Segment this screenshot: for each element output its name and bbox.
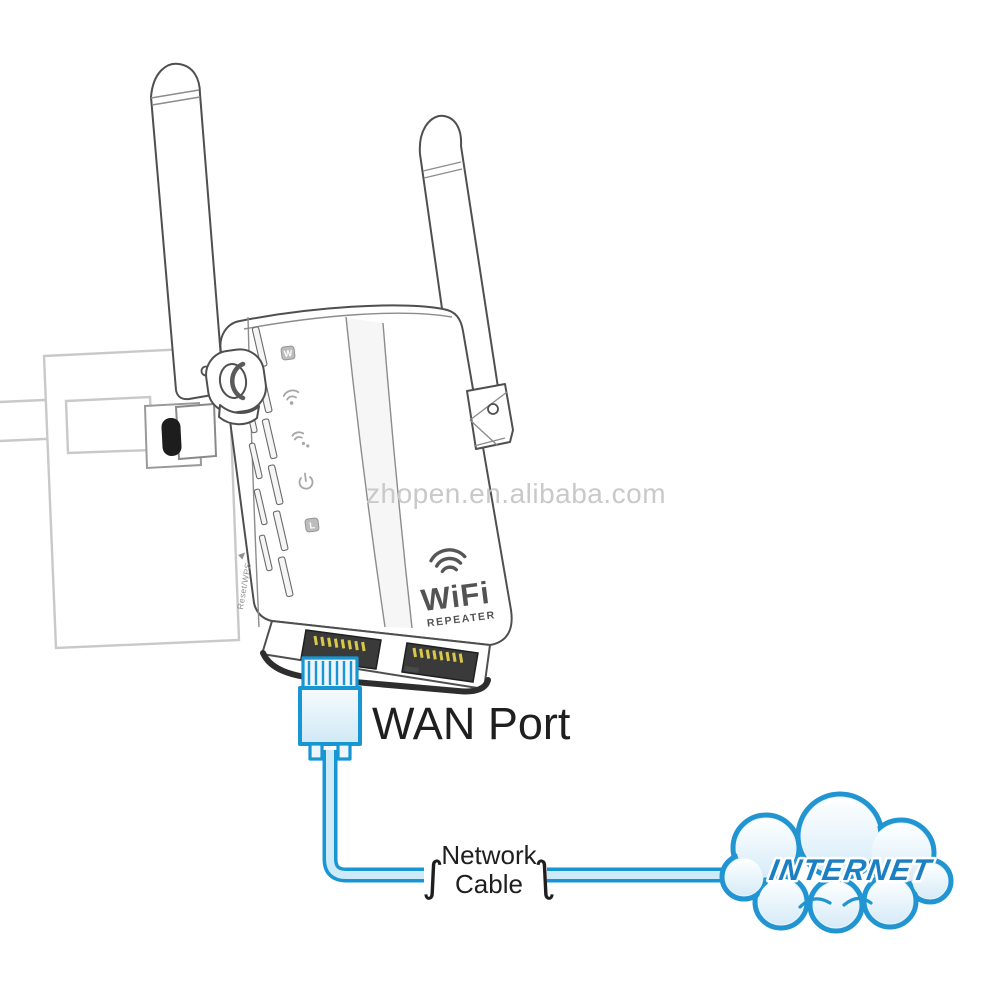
logo-arc-mid [434, 556, 463, 568]
top-chamfer-line [243, 312, 453, 330]
network-cable-label-line2: Cable [455, 869, 523, 899]
left-antenna [150, 62, 224, 401]
connector-latch-right [336, 742, 352, 761]
vent-slot [251, 326, 268, 368]
power-led-line [304, 472, 307, 482]
left-hinge-collar [218, 404, 260, 426]
internet-cloud: INTERNET [719, 791, 954, 934]
cloud-interior [725, 797, 948, 928]
repeat-led-dot-1 [301, 441, 306, 446]
wifi-led-dot [289, 401, 294, 405]
left-antenna-hinge [205, 348, 267, 426]
watermark-text: zhopen.en.alibaba.com [366, 478, 666, 509]
gloss-stripe [346, 318, 412, 628]
right-hinge-screw [487, 403, 499, 415]
rj45-connector [298, 656, 362, 761]
repeat-led-dot-2 [306, 444, 310, 448]
left-brace-icon: ∫ [422, 852, 444, 901]
stripe-line-right [382, 322, 413, 629]
repeater-device: W L [219, 304, 513, 646]
vent-slot [272, 510, 289, 552]
connector-latch-left [308, 742, 324, 761]
power-plug [174, 402, 218, 461]
vent-slot [248, 442, 263, 480]
power-led-circle [298, 476, 314, 490]
outlet-side-box [64, 395, 154, 455]
lan-port-pins [412, 647, 464, 663]
logo-wifi-text: WiFi [419, 575, 492, 618]
cloud-interior-fill [813, 882, 859, 928]
right-brace-icon: ∫ [534, 852, 556, 901]
wan-port-label: WAN Port [372, 698, 571, 749]
lan-port-jack [401, 642, 479, 683]
vent-slot [277, 556, 294, 598]
wifi-led-arc-1 [286, 395, 297, 401]
cloud-fold-arc-1 [798, 897, 832, 909]
reset-wps-arrow [238, 552, 245, 560]
stripe-line-left [345, 316, 386, 628]
left-hinge-shadow [230, 361, 246, 401]
repeat-led-arc-1 [294, 436, 303, 441]
bottom-panel [260, 620, 491, 695]
network-cable [322, 750, 742, 883]
cloud-interior-fill [867, 878, 913, 924]
plug-prong-slot [161, 417, 182, 456]
vent-slot [261, 418, 278, 460]
right-hinge-bracket [466, 383, 514, 450]
network-cable-label-line1: Network [441, 840, 537, 870]
left-antenna-ring-1 [150, 89, 200, 99]
logo-arc-large [429, 548, 467, 563]
cloud-interior-fill [758, 879, 804, 925]
lan-led-badge [304, 517, 320, 533]
repeat-led-arc-2 [291, 431, 305, 437]
callout-background [424, 829, 547, 899]
network-cable-callout: ∫ ∫ Network Cable [422, 829, 556, 901]
right-antenna-hinge [466, 383, 514, 450]
power-led-icon [298, 472, 314, 490]
internet-label: INTERNET [767, 854, 936, 887]
led-indicators: W L [280, 345, 320, 533]
repeat-signal-led-icon [291, 431, 310, 448]
lan-led: L [304, 517, 320, 533]
wan-port-pins [313, 635, 366, 652]
wps-led-letter: W [283, 348, 293, 359]
logo-arc-small [440, 565, 458, 574]
connector-body [298, 686, 362, 746]
cable-core [326, 750, 742, 879]
vent-slot [253, 488, 268, 526]
vent-slot [258, 534, 273, 572]
right-antenna-ring-1 [422, 161, 462, 172]
connector-pin-stripes [307, 661, 353, 685]
cloud-interior-fill [871, 823, 931, 883]
port-marking [404, 666, 419, 673]
wall-outlet [0, 345, 241, 650]
cloud-interior-fill [801, 797, 879, 875]
left-antenna-ring-2 [151, 96, 201, 106]
wps-led-badge [280, 345, 296, 361]
cloud-interior-fill [725, 858, 763, 896]
vent-slot [267, 464, 284, 506]
left-antenna-shaft [150, 62, 224, 401]
lan-led-letter: L [309, 520, 316, 531]
wps-led: W [280, 345, 296, 361]
wifi-led-arc-2 [282, 389, 300, 397]
right-antenna-ring-2 [423, 168, 463, 179]
wifi-led-icon [282, 389, 300, 405]
cloud-fold-arc-2 [842, 896, 873, 907]
cloud-interior-fill [912, 863, 948, 899]
